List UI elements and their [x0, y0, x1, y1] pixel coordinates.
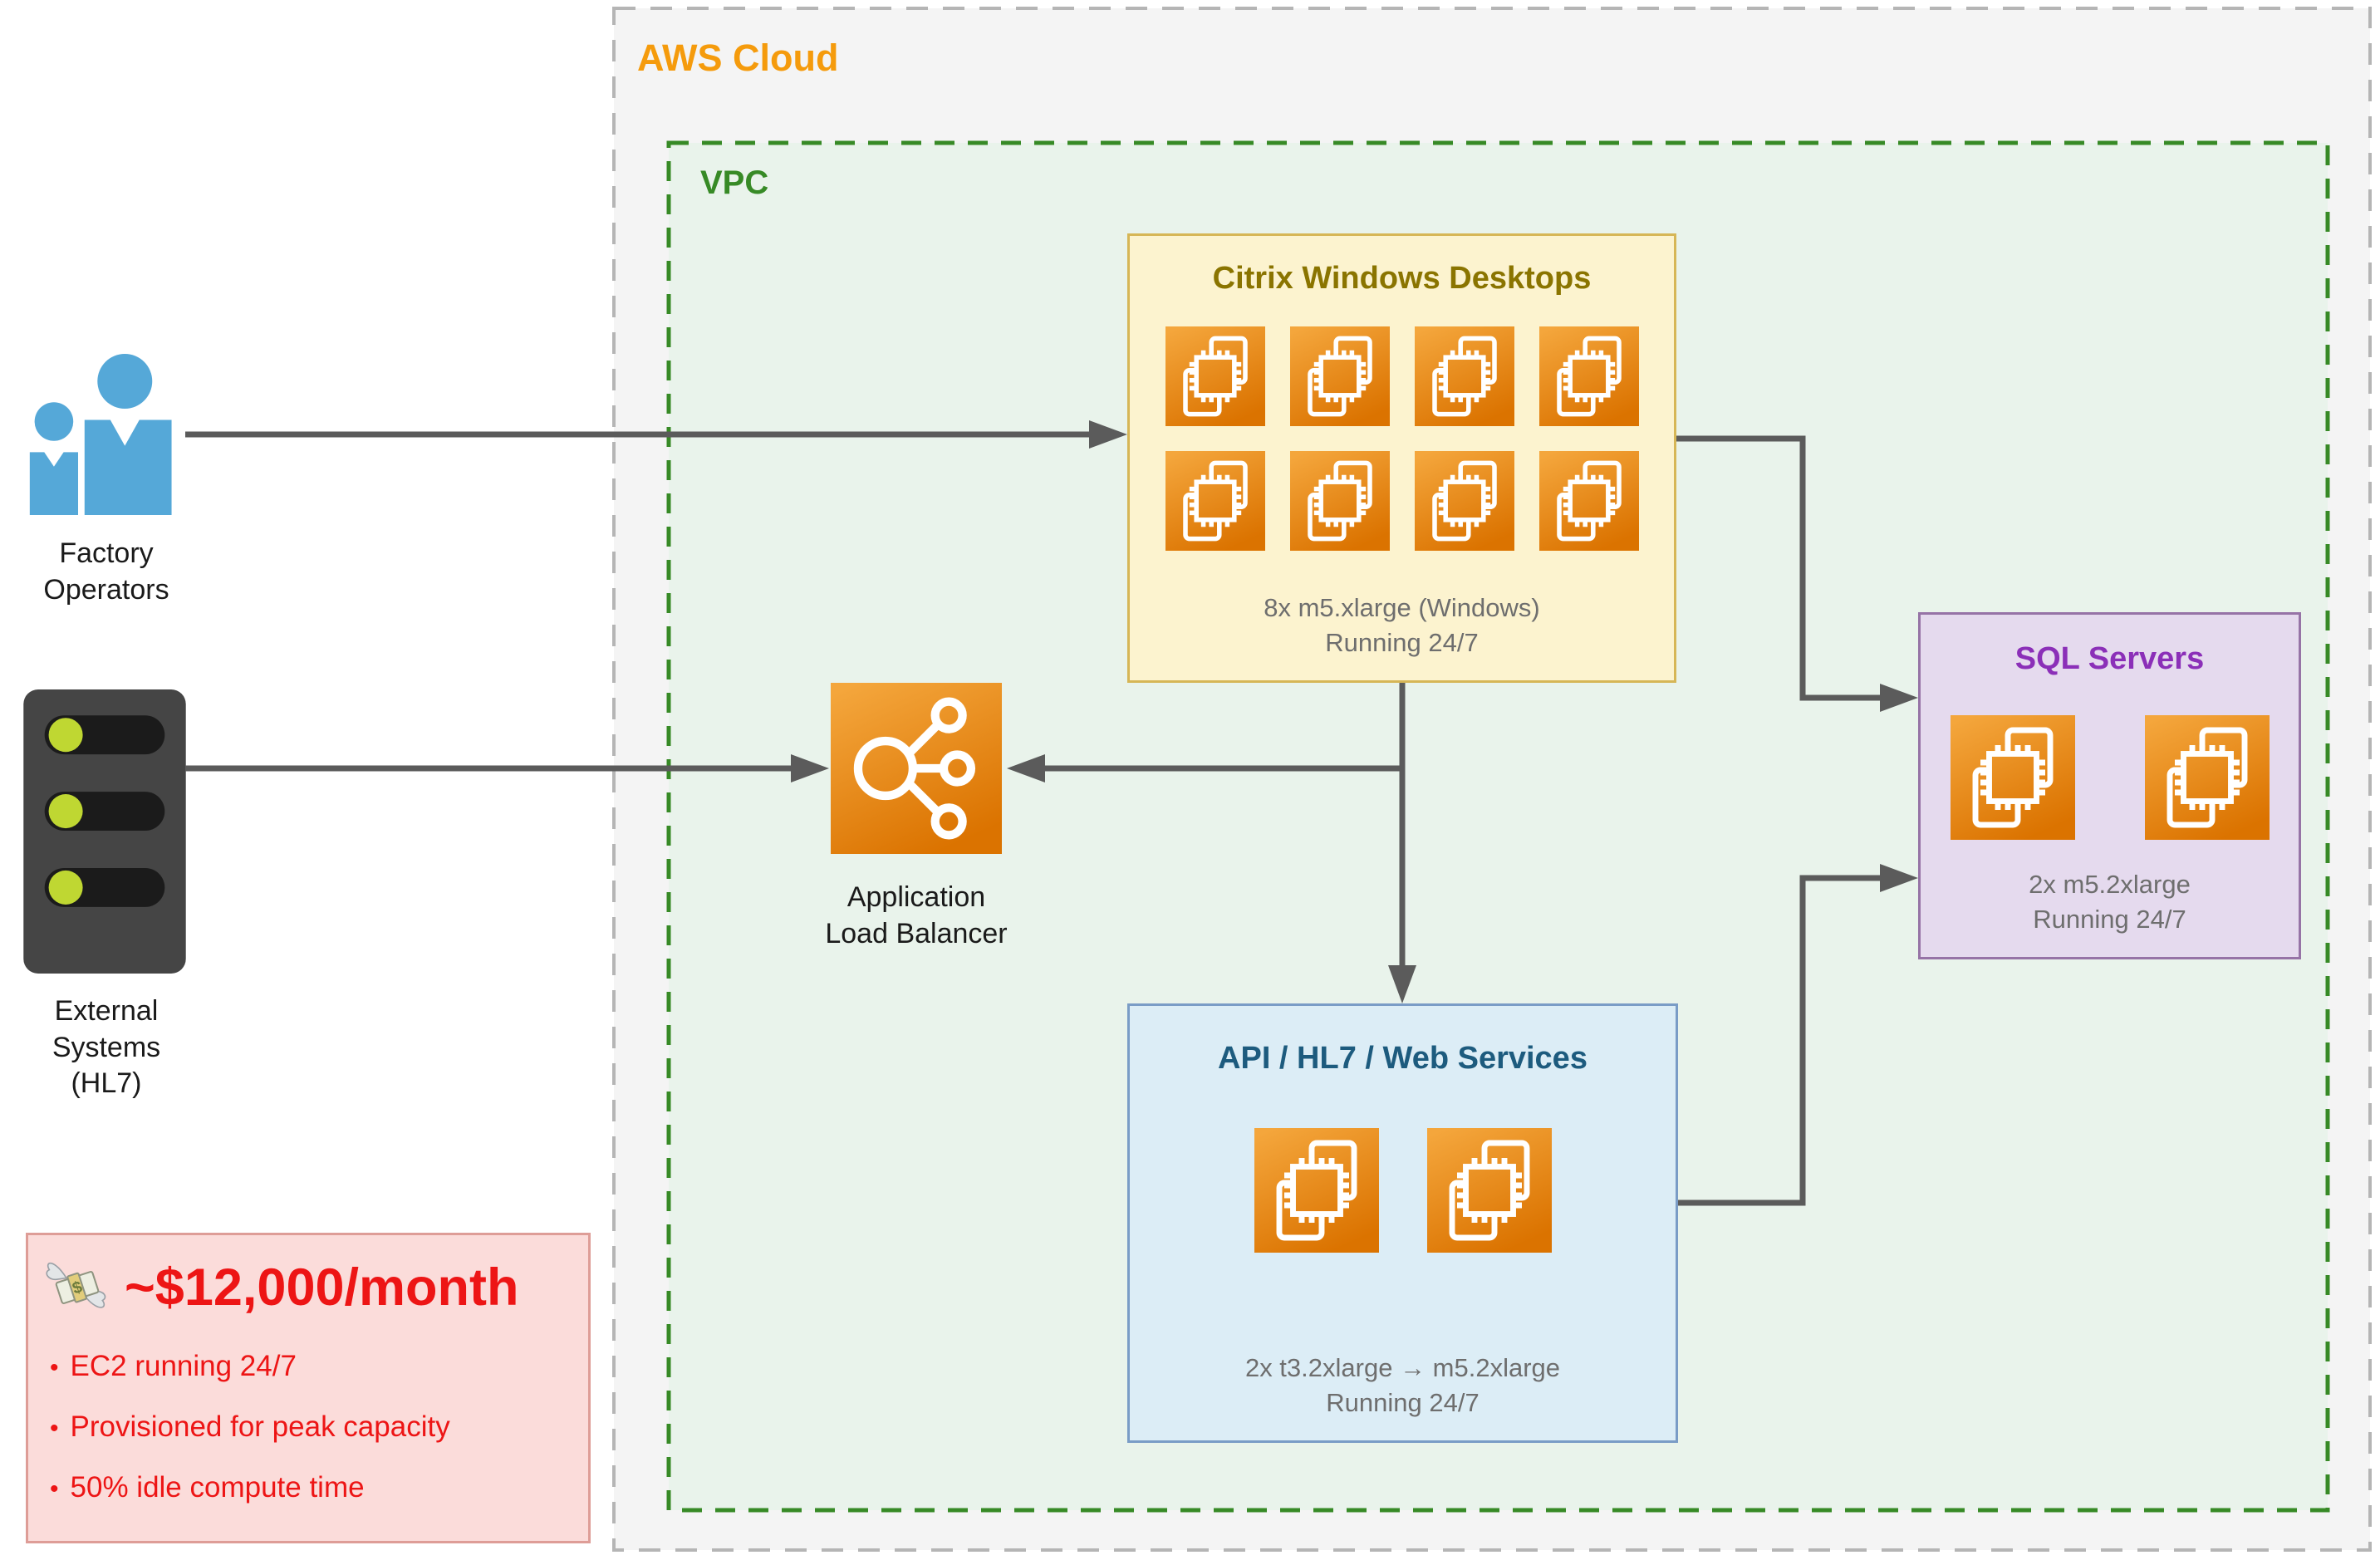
api-caption-line2: Running 24/7	[1326, 1388, 1480, 1418]
users-glyph	[29, 354, 172, 515]
citrix-caption-line1: 8x m5.xlarge (Windows)	[1264, 593, 1540, 623]
alb-label: Application Load Balancer	[750, 879, 1082, 952]
ec2-instance-icon	[1538, 326, 1639, 426]
factory-operators-label: Factory Operators	[15, 536, 198, 608]
ec2-instance-icon	[1414, 326, 1514, 426]
load-balancer-glyph	[831, 683, 1002, 854]
ec2-instance-icon	[1254, 1128, 1379, 1253]
external-systems-label: External Systems (HL7)	[15, 993, 198, 1102]
citrix-desktops-group: Citrix Windows Desktops	[1127, 233, 1676, 683]
ec2-instance-icon	[1289, 326, 1390, 426]
ec2-instance-icon	[1165, 451, 1265, 551]
alb-label-line2: Load Balancer	[825, 918, 1008, 950]
citrix-ec2-grid	[1130, 326, 1674, 551]
sql-caption-line1: 2x m5.2xlarge	[2029, 870, 2191, 900]
sql-caption-line2: Running 24/7	[2033, 905, 2186, 935]
ec2-instance-icon	[1165, 326, 1265, 426]
cost-title-row: $ ~$12,000/month	[28, 1235, 588, 1322]
vpc-label: VPC	[700, 164, 769, 201]
citrix-caption: 8x m5.xlarge (Windows) Running 24/7	[1130, 591, 1674, 660]
api-caption-line1: 2x t3.2xlarge → m5.2xlarge	[1244, 1353, 1561, 1383]
server-glyph	[23, 689, 186, 974]
factory-label-line1: Factory	[59, 537, 154, 569]
external-label-line3: (HL7)	[71, 1067, 142, 1100]
sql-ec2-grid	[1921, 715, 2299, 840]
cost-amount: ~$12,000/month	[125, 1258, 519, 1317]
api-ec2-grid	[1130, 1128, 1676, 1253]
ec2-instance-icon	[1414, 451, 1514, 551]
money-with-wings-icon: $	[46, 1262, 106, 1308]
cost-callout: $ ~$12,000/month EC2 running 24/7Provisi…	[26, 1233, 591, 1543]
api-group-title: API / HL7 / Web Services	[1218, 1041, 1587, 1076]
citrix-group-title: Citrix Windows Desktops	[1212, 261, 1592, 296]
api-caption: 2x t3.2xlarge → m5.2xlarge Running 24/7	[1130, 1351, 1676, 1420]
sql-group-title: SQL Servers	[2014, 641, 2205, 676]
cost-bullet: EC2 running 24/7	[50, 1350, 588, 1383]
sql-servers-group: SQL Servers 2x m5.2xlarge Running 24/7	[1918, 612, 2301, 959]
cost-bullet: Provisioned for peak capacity	[50, 1410, 588, 1444]
ec2-instance-icon	[1538, 451, 1639, 551]
factory-label-line2: Operators	[43, 573, 169, 606]
ec2-instance-icon	[1289, 451, 1390, 551]
factory-operators-icon	[23, 354, 188, 515]
ec2-instance-icon	[2144, 715, 2270, 840]
sql-caption: 2x m5.2xlarge Running 24/7	[1921, 867, 2299, 937]
external-label-line1: External	[54, 995, 159, 1027]
api-webservices-group: API / HL7 / Web Services 2x t3.2xlarge →…	[1127, 1003, 1678, 1443]
application-load-balancer-icon	[829, 683, 1004, 854]
ec2-instance-icon	[1950, 715, 2075, 840]
cost-bullet: 50% idle compute time	[50, 1471, 588, 1504]
alb-label-line1: Application	[846, 881, 986, 913]
aws-cloud-label: AWS Cloud	[637, 37, 839, 79]
ec2-instance-icon	[1426, 1128, 1552, 1253]
cost-bullet-list: EC2 running 24/7Provisioned for peak cap…	[50, 1350, 588, 1504]
citrix-caption-line2: Running 24/7	[1325, 628, 1479, 658]
external-label-line2: Systems	[52, 1031, 161, 1063]
external-systems-server-icon	[23, 689, 186, 974]
